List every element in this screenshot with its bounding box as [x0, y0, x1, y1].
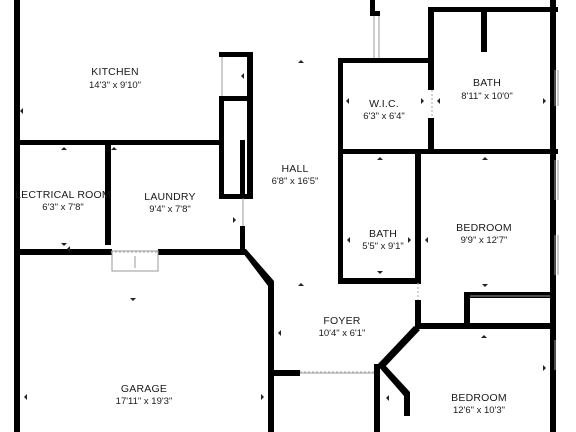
wall-electrical-laundry: [105, 140, 111, 245]
wall-bedroom-lower-top: [420, 323, 556, 329]
wall-bedroom-middle-left-lower: [415, 300, 421, 329]
wall-bedroom-lower-closet: [404, 392, 410, 416]
wall-bedroom-middle-bottom: [464, 292, 556, 298]
room-dimensions: 8'11" x 10'0": [461, 91, 512, 102]
wall-closet-right: [247, 52, 253, 198]
room-name: HALL: [281, 163, 308, 175]
wall-bedroom-lower-closet-diag: [378, 364, 410, 396]
wall-garage-right: [268, 281, 274, 432]
measurement-ticks: [20, 60, 546, 401]
room-name: KITCHEN: [91, 66, 139, 78]
room-label-hall: HALL 6'8" x 16'5": [272, 163, 319, 187]
wall-bath-upper-right-top: [550, 0, 556, 12]
window-and-opening-lines: [111, 16, 559, 374]
room-label-bath-upper: BATH 8'11" x 10'0": [461, 77, 512, 102]
room-dimensions: 10'4" x 6'1": [319, 328, 366, 339]
wall-wic-right-lower: [428, 118, 434, 153]
wall-kitchen-bottom: [14, 140, 222, 145]
wall-left-exterior: [14, 0, 20, 432]
wall-foyer-bottom-left: [274, 370, 300, 376]
room-name: FOYER: [323, 315, 360, 327]
wall-garage-diagonal: [240, 249, 274, 286]
room-dimensions: 12'6" x 10'3": [453, 405, 505, 416]
wall-bath-middle-right: [415, 149, 421, 283]
room-label-bedroom-lower: BEDROOM 12'6" x 10'3": [451, 392, 507, 416]
room-dimensions: 6'3" x 7'8": [42, 202, 84, 213]
wall-bath-upper-inner: [481, 7, 487, 52]
room-name: BATH: [473, 77, 501, 89]
wall-top-stub-2: [370, 11, 380, 16]
room-name: LAUNDRY: [144, 191, 195, 203]
room-name: W.I.C.: [369, 98, 399, 110]
wall-bath-upper-top: [428, 7, 558, 12]
room-dimensions: 17'11" x 19'3": [116, 396, 173, 407]
room-label-wic: W.I.C. 6'3" x 6'4": [363, 98, 405, 122]
wall-closet-left-lower: [219, 96, 224, 198]
wall-laundry-right: [240, 140, 245, 198]
wall-laundry-garage-right: [158, 249, 246, 255]
wall-closet-bottom: [219, 194, 253, 199]
wall-top-stub: [370, 0, 375, 16]
room-label-bath-middle: BATH 5'5" x 9'1": [362, 228, 404, 252]
room-dimensions: 9'4" x 7'8": [149, 204, 191, 215]
wall-closet-bedroom-left: [464, 292, 470, 328]
room-label-electrical-room: LECTRICAL ROOM 6'3" x 7'8": [15, 189, 111, 213]
wall-wic-top: [338, 58, 433, 63]
room-dimensions: 6'8" x 16'5": [272, 176, 319, 187]
wall-wic-right: [428, 7, 434, 90]
room-name: BATH: [369, 228, 397, 240]
wall-bedroom-lower-left: [374, 364, 380, 432]
room-name: GARAGE: [121, 383, 167, 395]
room-dimensions: 14'3" x 9'10": [89, 80, 141, 91]
room-name: BEDROOM: [456, 222, 512, 234]
room-dimensions: 9'9" x 12'7": [461, 235, 508, 246]
wall-laundry-right-lower: [240, 226, 245, 249]
door-openings: [111, 90, 433, 373]
room-name: BEDROOM: [451, 392, 507, 404]
walls: [14, 0, 558, 432]
wall-bath-upper-right: [550, 7, 556, 432]
room-dimensions: 6'3" x 6'4": [363, 111, 405, 122]
wall-wic-bottom: [338, 149, 558, 154]
room-label-foyer: FOYER 10'4" x 6'1": [319, 315, 366, 339]
room-label-kitchen: KITCHEN 14'3" x 9'10": [89, 66, 141, 91]
wall-bath-middle-bottom: [338, 278, 421, 284]
wall-wic-left: [338, 58, 343, 283]
room-label-laundry: LAUNDRY 9'4" x 7'8": [144, 191, 195, 215]
room-name: LECTRICAL ROOM: [15, 189, 111, 201]
wall-closet-top: [219, 52, 252, 57]
wall-laundry-garage: [14, 249, 112, 255]
wall-closet-mid: [219, 96, 252, 101]
room-dimensions: 5'5" x 9'1": [362, 241, 404, 252]
room-label-garage: GARAGE 17'11" x 19'3": [116, 383, 173, 407]
wall-foyer-diagonal: [378, 326, 420, 368]
room-label-bedroom-middle: BEDROOM 9'9" x 12'7": [456, 222, 512, 246]
